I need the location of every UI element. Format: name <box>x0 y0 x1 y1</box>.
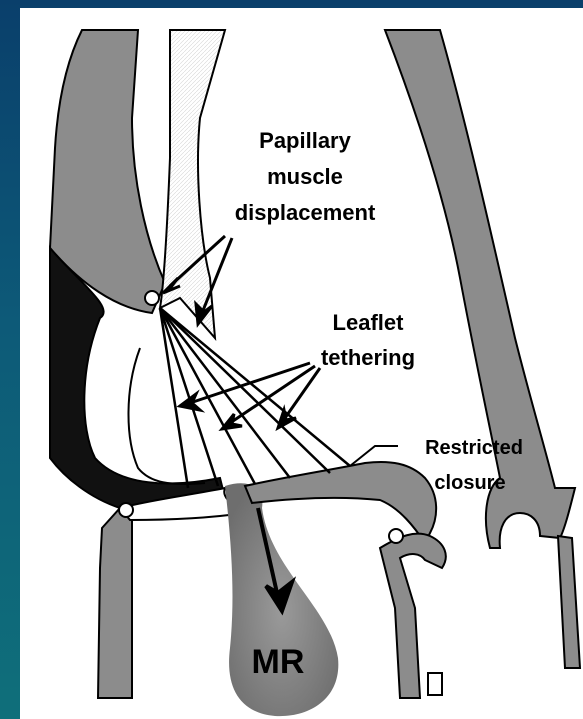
label-papillary-line2: muscle <box>267 164 343 189</box>
papillary-tip-circle <box>145 291 159 305</box>
diagram-frame: Papillary muscle displacement Leaflet te… <box>20 8 583 719</box>
posterior-annulus-circle <box>119 503 133 517</box>
annulus-tip <box>428 673 442 695</box>
label-leaflet-line2: tethering <box>321 345 415 370</box>
label-papillary-line3: displacement <box>235 200 376 225</box>
label-leaflet-line1: Leaflet <box>333 310 405 335</box>
label-restricted-line2: closure <box>434 472 505 494</box>
right-wall-lower <box>558 536 580 668</box>
label-mr: MR <box>252 643 305 681</box>
anterior-leaflet <box>245 462 436 543</box>
anterior-annulus-circle <box>389 529 403 543</box>
mitral-regurgitation-diagram: Papillary muscle displacement Leaflet te… <box>20 8 583 719</box>
label-restricted-line1: Restricted <box>425 437 523 459</box>
label-papillary-line1: Papillary <box>259 128 351 153</box>
lv-wall-lower <box>98 508 132 698</box>
